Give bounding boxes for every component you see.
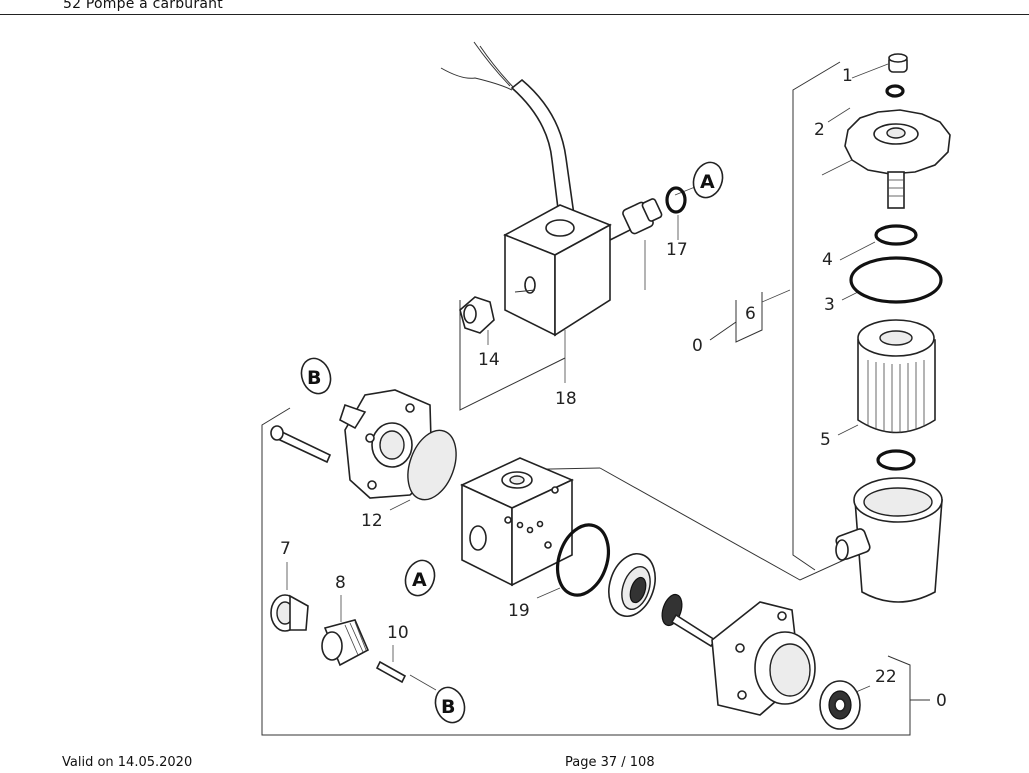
callout-b-top: B [300,357,332,395]
callout-a-top: A [692,161,724,199]
pump-body [270,389,861,730]
part-label-1: 1 [842,66,853,86]
part-label-18: 18 [555,389,577,409]
part-label-3: 3 [824,295,835,315]
part-label-19: 19 [508,601,530,621]
solenoid-valve [440,41,687,337]
part-label-12: 12 [361,511,383,531]
page-number: Page 37 / 108 [565,755,655,770]
callout-a-top-text: A [700,171,715,193]
part-label-8: 8 [335,573,346,593]
group-brackets [261,61,930,736]
part-label-0-right: 0 [936,691,947,711]
part-label-7: 7 [280,539,291,559]
part-label-2: 2 [814,120,825,140]
part-label-10: 10 [387,623,409,643]
callout-b-bot-text: B [441,696,455,718]
part-label-22: 22 [875,667,897,687]
callout-a-mid-text: A [412,569,427,591]
leader-lines [286,63,889,693]
callout-b-top-text: B [307,367,321,389]
page-header: 52 Pompe à carburant [0,0,1029,15]
valve-parts [270,594,407,684]
part-label-14: 14 [478,350,500,370]
callout-a-mid: A [404,559,436,597]
part-label-4: 4 [822,250,833,270]
validity-date: Valid on 14.05.2020 [62,755,193,770]
callout-b-bot: B [434,686,466,724]
part-label-0-left: 0 [692,336,703,356]
page-title: 52 Pompe à carburant [63,0,223,12]
part-labels: 1 2 3 4 5 6 0 7 8 10 12 14 17 18 19 22 0 [280,66,947,711]
part-label-6: 6 [745,304,756,324]
part-label-5: 5 [820,430,831,450]
part-label-17: 17 [666,240,688,260]
fuel-filter-stack [835,53,951,603]
